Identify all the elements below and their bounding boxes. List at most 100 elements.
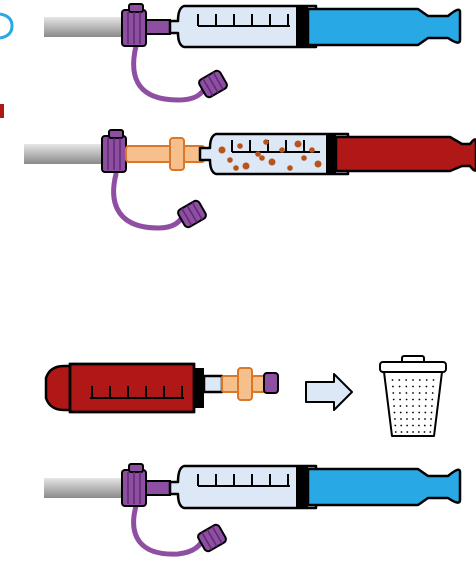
syringe-icon [46,364,222,412]
bin-dot [412,399,414,401]
bin-dot [429,431,431,433]
bin-dot [431,412,433,414]
bin-dot [393,399,395,401]
bin-dot [419,392,421,394]
cropped-ring-icon [0,14,12,38]
clot-dot [227,157,233,163]
bin-dot [392,392,394,394]
bin-dot [400,405,402,407]
bin-dot [412,418,414,420]
bin-dot [426,379,428,381]
cap-tether [134,506,204,554]
clot-dot [269,159,276,166]
trash-bin-icon [380,356,446,436]
bin-dot [426,386,428,388]
clot-dot [315,161,322,168]
clot-dot [259,155,265,161]
bin-dot [418,431,420,433]
bin-dot [406,412,408,414]
bin-dot [412,386,414,388]
clot-dot [295,141,302,148]
bin-dot [425,405,427,407]
bin-dot [392,386,394,388]
connector-icon [222,368,266,400]
bin-dot [432,386,434,388]
bin-dot [412,425,414,427]
bin-dot [405,386,407,388]
cap-icon [177,199,208,228]
cap-tether [134,46,206,100]
purple-end-cap [264,373,278,393]
bin-dot [418,405,420,407]
clot-dot [263,139,269,145]
bin-dot [392,379,394,381]
bin-dot [405,379,407,381]
bin-dot [419,379,421,381]
syringe-icon [170,6,460,47]
step-withdraw-blood [24,130,476,229]
bin-dot [393,405,395,407]
syringe-icon [170,466,460,508]
bin-dot [412,379,414,381]
bin-dot [432,392,434,394]
clot-dot [309,147,315,153]
cap-icon [197,523,228,552]
cropped-edge-marks [0,14,12,118]
bin-dot [400,412,402,414]
bin-dot [418,425,420,427]
clot-dot [287,165,293,171]
bin-dot [424,418,426,420]
bin-dot [425,392,427,394]
bin-dot [419,399,421,401]
bin-dot [430,418,432,420]
bin-dot [394,425,396,427]
clot-dot [233,165,239,171]
bin-dot [401,431,403,433]
bin-dot [399,386,401,388]
bin-dot [406,405,408,407]
bin-dot [433,379,435,381]
bin-dot [406,431,408,433]
bin-dot [418,412,420,414]
clot-dot [301,155,307,161]
bin-dot [398,379,400,381]
bin-dot [394,418,396,420]
cropped-red-mark [0,104,4,118]
hub-cap-icon [102,130,126,172]
step-discard-syringe [46,356,446,436]
cap-tether [114,174,184,228]
clot-dot [255,151,261,157]
bin-dot [395,431,397,433]
bin-dot [406,418,408,420]
bin-dot [406,392,408,394]
bin-dot [431,405,433,407]
bin-dot [431,399,433,401]
syringe-icon [200,134,476,174]
bin-dot [424,431,426,433]
bin-dot [406,399,408,401]
hub-cap-icon [122,4,170,46]
step-flush-saline [44,4,460,100]
bin-dot [424,425,426,427]
bin-dot [412,431,414,433]
iv-tubing [44,17,124,37]
bin-dot [425,399,427,401]
clot-dot [237,143,243,149]
bin-dot [412,392,414,394]
bin-dot [418,418,420,420]
bin-dot [430,425,432,427]
connector-icon [126,138,204,170]
clot-dot [219,147,226,154]
bin-dot [406,425,408,427]
bin-dot [400,418,402,420]
bin-dot [424,412,426,414]
clot-dot [243,163,250,170]
bin-dot [419,386,421,388]
bin-dot [400,425,402,427]
bin-dot [399,392,401,394]
arrow-right-icon [306,374,352,410]
bin-dot [394,412,396,414]
iv-tubing [24,144,104,164]
bin-dot [412,412,414,414]
